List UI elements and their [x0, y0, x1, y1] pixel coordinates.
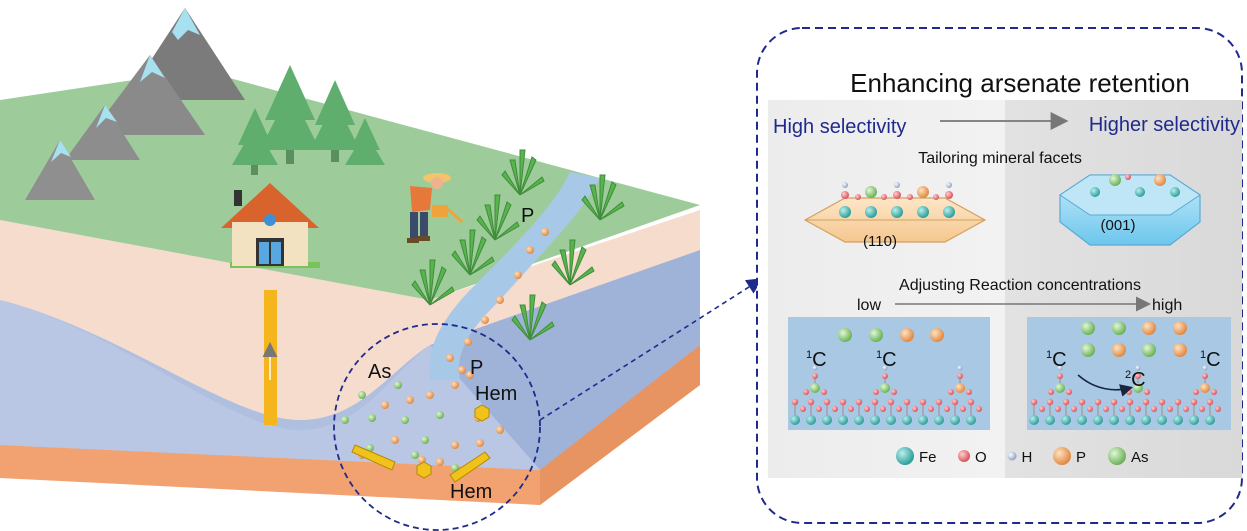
rod-crystal [351, 444, 396, 471]
rod-crystal [449, 451, 491, 483]
aquifer-beige [0, 220, 430, 420]
legend-swatch-h [1007, 451, 1017, 461]
crystal-110 [803, 182, 987, 243]
facet-left-label: (110) [863, 233, 897, 250]
facets-heading: Tailoring mineral facets [918, 150, 1082, 167]
house [221, 183, 320, 268]
label-p-pool: P [470, 357, 483, 379]
legend-label-p: P [1076, 449, 1086, 466]
site-label-right-a: 1C [1046, 349, 1067, 371]
site-label-left-b: 1C [876, 349, 897, 371]
concentration-heading: Adjusting Reaction concentrations [899, 277, 1141, 294]
label-as: As [368, 361, 391, 383]
legend-swatch-fe [896, 447, 914, 465]
trees [232, 65, 385, 175]
stream-particles [446, 228, 549, 362]
legend-swatch-o [958, 450, 970, 462]
site-label-right-b: 2C [1125, 369, 1146, 391]
zoom-circle [333, 323, 541, 531]
soil-front-face [0, 440, 540, 505]
legend-label-h: H [1022, 449, 1033, 466]
reaction-curve-arrow [1077, 374, 1134, 397]
legend-label-o: O [975, 449, 987, 466]
legend-label-as: As [1131, 449, 1149, 466]
site-label-right-c: 1C [1200, 349, 1221, 371]
detail-panel: Enhancing arsenate retention High select… [756, 27, 1243, 524]
high-concentration-box [1027, 317, 1231, 430]
aquifer-dip [0, 300, 540, 470]
pool-particles [341, 366, 504, 472]
label-p-stream: P [521, 205, 534, 227]
soil-side-face [540, 345, 700, 505]
crops [411, 149, 625, 341]
selectivity-left: High selectivity [773, 116, 906, 138]
low-label: low [857, 297, 881, 314]
high-label: high [1152, 297, 1182, 314]
low-concentration-box [788, 317, 990, 430]
hematite-crystals [351, 404, 491, 483]
hex-crystal [474, 404, 490, 422]
mountains [25, 8, 245, 200]
hex-crystal [416, 461, 432, 479]
panel-title: Enhancing arsenate retention [850, 68, 1190, 98]
atom-legend: Fe O H P As [896, 447, 1149, 466]
groundwater-side [430, 245, 700, 470]
crystal-001 [1059, 174, 1201, 246]
legend-swatch-as [1108, 447, 1126, 465]
landscape: As P P Hem Hem [0, 8, 763, 531]
site-label-left-a: 1C [806, 349, 827, 371]
zoom-connector-arrow [539, 278, 763, 421]
label-hem-top: Hem [475, 383, 517, 405]
selectivity-right: Higher selectivity [1089, 114, 1240, 136]
facet-right-label: (001) [1100, 217, 1135, 234]
label-hem-bottom: Hem [450, 481, 492, 503]
legend-label-fe: Fe [919, 449, 937, 466]
farmer [407, 173, 464, 243]
legend-swatch-p [1053, 447, 1071, 465]
